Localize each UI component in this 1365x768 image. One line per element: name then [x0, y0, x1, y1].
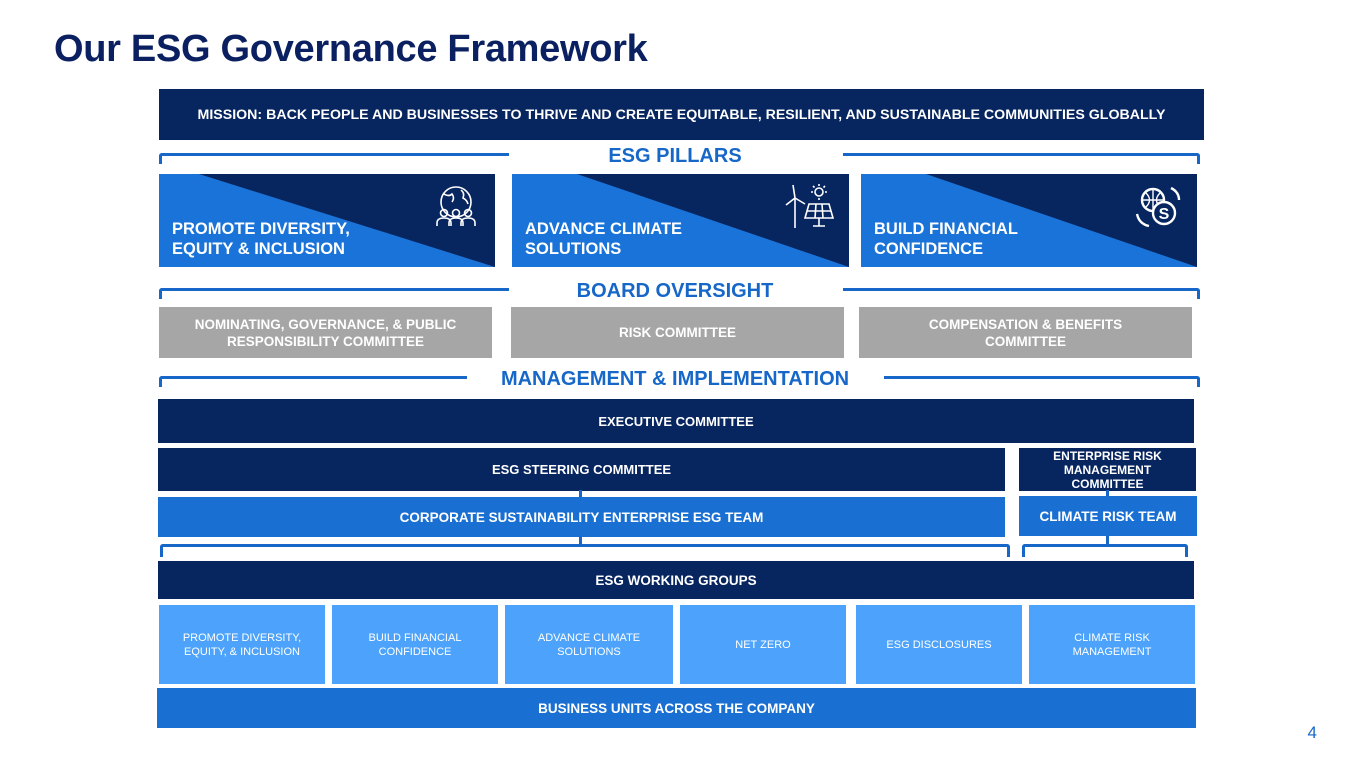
committee-label-line2: RESPONSIBILITY COMMITTEE: [226, 333, 424, 349]
erm-label-line3: COMMITTEE: [1071, 476, 1144, 491]
pillar-label-line1: ADVANCE CLIMATE: [525, 220, 683, 238]
mission-banner: MISSION: BACK PEOPLE AND BUSINESSES TO T…: [159, 89, 1204, 140]
group-label: NET ZERO: [735, 638, 791, 651]
group-label-line1: CLIMATE RISK: [1074, 631, 1150, 644]
committee-label-line2: COMMITTEE: [984, 333, 1066, 349]
committee-label-line1: COMPENSATION & BENEFITS: [928, 316, 1123, 332]
group-label-line2: SOLUTIONS: [557, 645, 621, 658]
pillar-label-line2: SOLUTIONS: [525, 240, 622, 258]
globe-people-icon: [436, 186, 476, 226]
bracket-left: [159, 288, 509, 299]
wind-solar-icon: [785, 184, 835, 228]
group-label-line2: CONFIDENCE: [378, 645, 452, 658]
bracket-right: [843, 288, 1200, 299]
business-units: BUSINESS UNITS ACROSS THE COMPANY: [157, 688, 1196, 728]
pillar-label-line2: CONFIDENCE: [874, 240, 984, 258]
group-label-line2: MANAGEMENT: [1072, 645, 1152, 658]
pillar-financial: S BUILD FINANCIAL CONFIDENCE: [861, 174, 1197, 267]
erm-label-line2: MANAGEMENT: [1063, 462, 1152, 477]
section-label-management: MANAGEMENT & IMPLEMENTATION: [500, 368, 850, 390]
committee-label-line1: NOMINATING, GOVERNANCE, & PUBLIC: [194, 316, 457, 332]
page-number: 4: [1307, 723, 1317, 742]
pillar-label: PROMOTE DIVERSITY, EQUITY & INCLUSION: [172, 219, 350, 259]
corporate-sustainability-team: CORPORATE SUSTAINABILITY ENTERPRISE ESG …: [158, 497, 1005, 537]
connector-line: [1106, 536, 1109, 546]
connector-line: [579, 490, 582, 498]
executive-committee: EXECUTIVE COMMITTEE: [158, 399, 1194, 443]
pillar-label-line1: BUILD FINANCIAL: [874, 220, 1018, 238]
working-group-disclosures: ESG DISCLOSURES: [856, 605, 1022, 684]
esg-working-groups: ESG WORKING GROUPS: [158, 561, 1194, 599]
committee-label: RISK COMMITTEE: [619, 325, 736, 340]
connector-line: [579, 536, 582, 546]
connector-line: [1106, 490, 1109, 498]
pillar-label-line2: EQUITY & INCLUSION: [172, 240, 345, 258]
group-label-line2: EQUITY, & INCLUSION: [184, 645, 300, 658]
group-label-line1: ADVANCE CLIMATE: [537, 631, 641, 644]
section-label-pillars: ESG PILLARS: [608, 145, 742, 167]
bracket-left: [159, 376, 467, 387]
globe-currency-icon: S: [1135, 186, 1181, 228]
svg-text:S: S: [1159, 206, 1170, 223]
bracket-right: [884, 376, 1200, 387]
group-label-line1: BUILD FINANCIAL: [368, 631, 462, 644]
pillar-shade: [199, 174, 495, 267]
bracket-working-groups-right: [1022, 544, 1188, 557]
climate-risk-team: CLIMATE RISK TEAM: [1019, 496, 1197, 536]
working-group-net-zero: NET ZERO: [680, 605, 846, 684]
esg-steering-committee: ESG STEERING COMMITTEE: [158, 448, 1005, 491]
group-label-line1: PROMOTE DIVERSITY,: [182, 631, 302, 644]
page-title: Our ESG Governance Framework: [54, 28, 648, 70]
section-label-board: BOARD OVERSIGHT: [576, 280, 774, 302]
bracket-working-groups-left: [160, 544, 1010, 557]
board-committee-risk: RISK COMMITTEE: [511, 307, 844, 358]
pillar-label: ADVANCE CLIMATE SOLUTIONS: [525, 219, 682, 259]
pillar-shade: [926, 174, 1197, 267]
pillar-label: BUILD FINANCIAL CONFIDENCE: [874, 219, 1018, 259]
pillar-climate: ADVANCE CLIMATE SOLUTIONS: [512, 174, 849, 267]
pillar-label-line1: PROMOTE DIVERSITY,: [172, 220, 350, 238]
working-group-diversity: PROMOTE DIVERSITY,EQUITY, & INCLUSION: [159, 605, 325, 684]
pillar-diversity: PROMOTE DIVERSITY, EQUITY & INCLUSION: [159, 174, 495, 267]
group-label: ESG DISCLOSURES: [886, 638, 992, 651]
pillar-shade: [577, 174, 849, 267]
erm-label-line1: ENTERPRISE RISK: [1053, 448, 1162, 463]
bracket-right: [843, 153, 1200, 164]
bracket-left: [159, 153, 509, 164]
